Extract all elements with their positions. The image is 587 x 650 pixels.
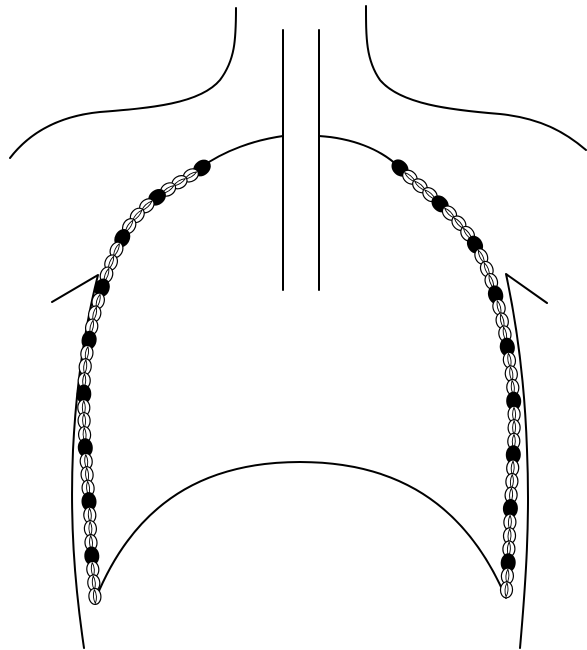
left-neck-shoulder-line bbox=[10, 8, 236, 158]
right-neck-shoulder-line bbox=[366, 6, 586, 150]
right-rib-chain bbox=[389, 157, 521, 599]
left-rib-chain bbox=[77, 157, 214, 605]
left-rib-bead-striped bbox=[88, 588, 101, 605]
diaphragm bbox=[96, 462, 506, 598]
thoracic-dome-right bbox=[319, 136, 400, 168]
right-rib-bead-striped bbox=[500, 581, 513, 598]
thoracic-dome-left bbox=[200, 136, 283, 168]
